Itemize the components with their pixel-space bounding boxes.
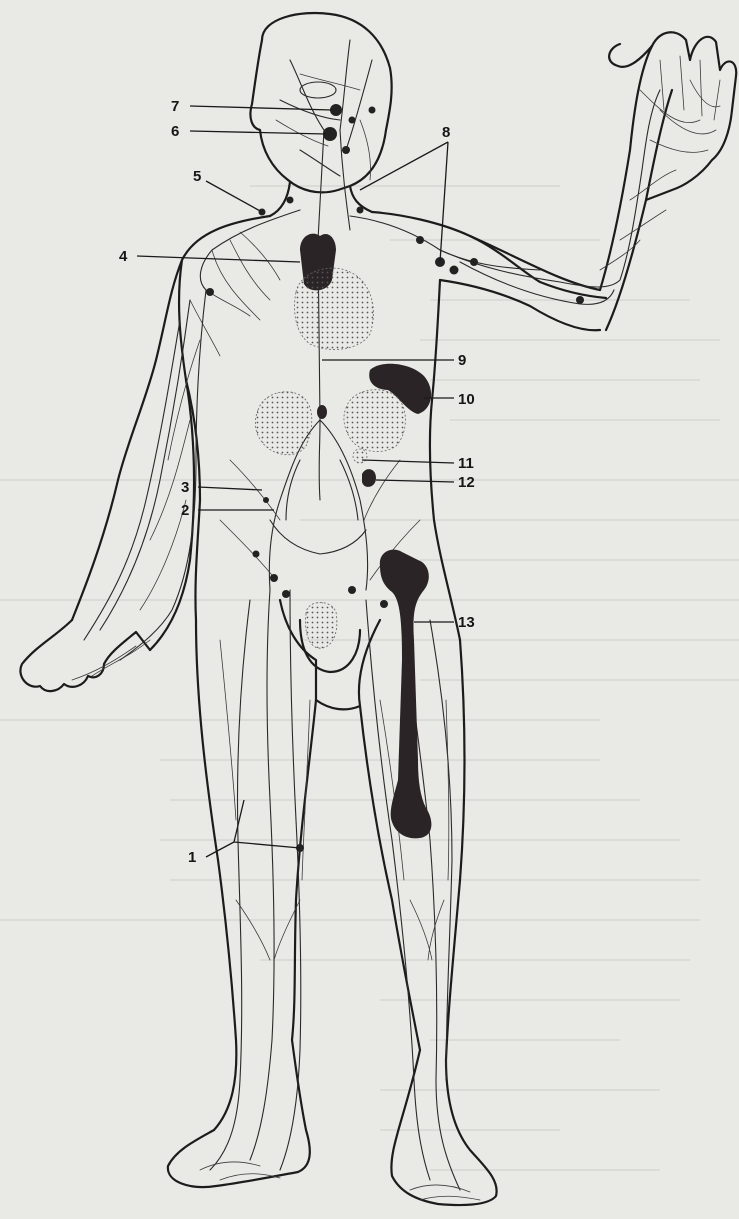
label-6: 6 [171,123,179,140]
label-8: 8 [442,124,450,141]
label-13: 13 [458,614,475,631]
label-3: 3 [181,479,189,496]
label-2: 2 [181,502,189,519]
label-1: 1 [188,849,196,866]
label-7: 7 [171,98,179,115]
label-12: 12 [458,474,475,491]
body-outline [20,13,736,1205]
label-11: 11 [458,455,474,472]
label-5: 5 [193,168,201,185]
femur-marrow-shape [380,550,432,839]
label-4: 4 [119,248,128,265]
label-9: 9 [458,352,466,369]
label-10: 10 [458,391,475,408]
labels: 7 6 8 5 4 9 10 11 12 3 2 13 1 [119,98,475,866]
